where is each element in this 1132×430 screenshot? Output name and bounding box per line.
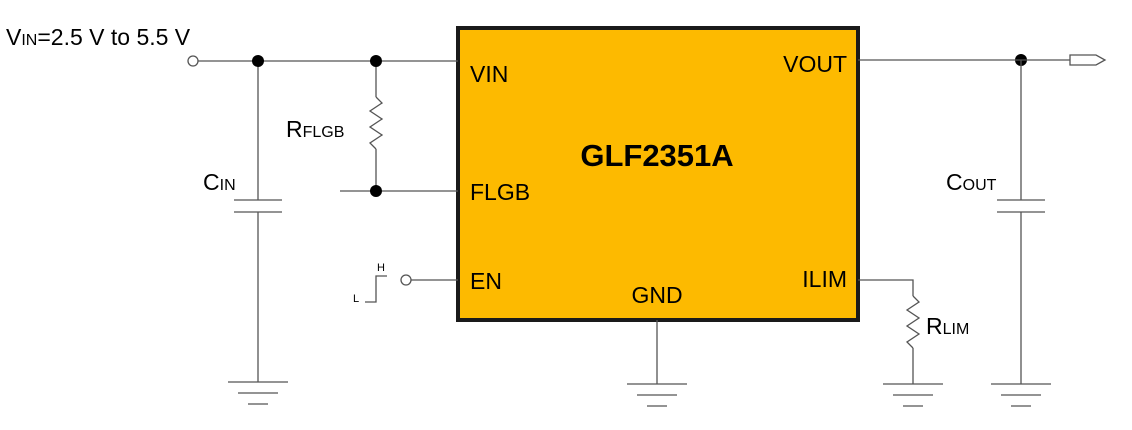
cin-capacitor bbox=[234, 199, 282, 213]
junction-dot bbox=[370, 55, 382, 67]
chip-body bbox=[456, 26, 860, 322]
cout-label: COUT bbox=[946, 169, 997, 195]
rflgb-resistor bbox=[368, 96, 384, 150]
junction-dot bbox=[252, 55, 264, 67]
rlim-label: RLIM bbox=[926, 313, 969, 339]
chip-name: GLF2351A bbox=[580, 138, 733, 173]
pin-vout-label: VOUT bbox=[783, 51, 847, 77]
pin-en-label: EN bbox=[470, 268, 502, 294]
enable-pulse-symbol bbox=[365, 275, 387, 303]
junction-dot bbox=[370, 185, 382, 197]
ilim-wire bbox=[858, 279, 914, 296]
pin-flgb-label: FLGB bbox=[470, 179, 530, 205]
pin-ilim-label: ILIM bbox=[802, 266, 847, 292]
rlim-resistor bbox=[905, 295, 921, 349]
cin-label: CIN bbox=[203, 169, 236, 195]
vin-input-terminal bbox=[187, 55, 199, 67]
pin-gnd-label: GND bbox=[631, 282, 682, 308]
gnd-ground-symbol bbox=[627, 383, 687, 407]
rlim-ground-symbol bbox=[883, 383, 943, 407]
supply-voltage-label: VIN=2.5 V to 5.5 V bbox=[6, 24, 191, 50]
vout-output-arrow bbox=[1069, 54, 1107, 66]
cout-ground-symbol bbox=[991, 383, 1051, 407]
enable-high-label: H bbox=[377, 262, 385, 274]
en-input-terminal bbox=[400, 274, 412, 286]
cout-capacitor bbox=[997, 199, 1045, 213]
pin-vin-label: VIN bbox=[470, 61, 508, 87]
enable-low-label: L bbox=[353, 293, 359, 305]
rflgb-label: RFLGB bbox=[286, 116, 344, 142]
cin-ground-symbol bbox=[228, 381, 288, 405]
